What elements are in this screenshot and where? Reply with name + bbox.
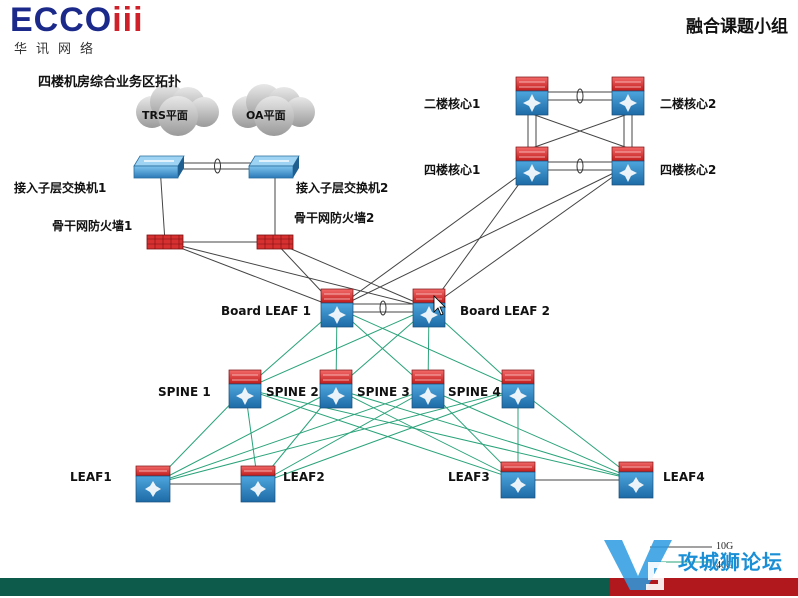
label-spine4: SPINE 4 (448, 385, 501, 399)
ecco-logo: ECCOiii 华讯网络 (10, 2, 144, 57)
switch-icon (248, 155, 300, 179)
label-leaf3: LEAF3 (448, 470, 490, 484)
label-core4-2: 四楼核心2 (660, 162, 716, 177)
core-switch-icon (515, 146, 549, 186)
firewall-icon (256, 234, 294, 250)
label-spine1: SPINE 1 (158, 385, 211, 399)
leaf-switch-icon (135, 465, 171, 503)
label-core4-1: 四楼核心1 (424, 162, 480, 177)
legend-10g: 10G (716, 541, 733, 552)
bottom-bar-accent (610, 578, 798, 596)
mouse-cursor-icon (433, 295, 446, 316)
core-switch-icon (319, 369, 353, 409)
label-leaf2: LEAF2 (283, 470, 325, 484)
label-spine2: SPINE 2 (266, 385, 319, 399)
firewall-icon (146, 234, 184, 250)
bottom-bar (0, 578, 798, 596)
logo-subtitle: 华讯网络 (14, 42, 103, 57)
core-switch-icon (411, 369, 445, 409)
link-core2-2-core4-1 (531, 113, 629, 149)
core-switch-icon (228, 369, 262, 409)
label-core2-1: 二楼核心1 (424, 96, 480, 111)
switch-icon (133, 155, 185, 179)
core-switch-icon (611, 146, 645, 186)
link-spine3-leaf4 (427, 388, 637, 481)
link-fw1-bleaf2 (164, 241, 430, 309)
link-spine3-leaf1 (152, 388, 429, 485)
link-bundle-marker (576, 88, 584, 104)
link-core4-2-bleaf1 (336, 165, 629, 309)
label-access2: 接入子层交换机2 (296, 180, 388, 195)
core-switch-icon (515, 76, 549, 116)
label-leaf1: LEAF1 (70, 470, 112, 484)
link-layer (152, 88, 637, 485)
cloud-label-oa: OA平面 (246, 109, 286, 122)
link-bleaf1-spine4 (336, 307, 519, 390)
logo-dots: iii (112, 1, 144, 39)
link-core4-1-bleaf2 (428, 165, 533, 309)
link-spine2-leaf1 (152, 388, 337, 485)
link-bundle-marker (379, 300, 387, 316)
core-switch-icon (320, 288, 354, 328)
watermark-text: 攻城狮论坛 (678, 550, 783, 574)
leaf-switch-icon (500, 461, 536, 499)
link-spine4-leaf4 (517, 388, 637, 481)
label-leaf4: LEAF4 (663, 470, 705, 484)
core-switch-icon (611, 76, 645, 116)
link-spine3-leaf2 (257, 388, 429, 485)
page-title: 融合课题小组 (686, 17, 788, 37)
link-core4-1-bleaf1 (336, 165, 533, 309)
label-bleaf1: Board LEAF 1 (221, 304, 311, 318)
cloud-label-trs: TRS平面 (142, 109, 188, 122)
section-title: 四楼机房综合业务区拓扑 (38, 74, 181, 90)
core-switch-icon (501, 369, 535, 409)
cloud-oa (232, 84, 315, 136)
link-spine2-leaf4 (335, 388, 637, 481)
link-spine2-leaf3 (335, 388, 519, 481)
leaf-switch-icon (240, 465, 276, 503)
cloud-trs (136, 84, 219, 136)
watermark-v-icon (604, 540, 672, 590)
link-bundle-marker (576, 158, 584, 174)
link-bundle-marker (214, 158, 221, 174)
link-spine4-leaf1 (152, 388, 519, 485)
label-spine3: SPINE 3 (357, 385, 410, 399)
label-core2-2: 二楼核心2 (660, 96, 716, 111)
link-fw2-bleaf2 (274, 241, 430, 309)
link-fw1-bleaf1 (164, 241, 338, 309)
link-access1-fw1 (159, 165, 166, 243)
link-spine4-leaf2 (257, 388, 519, 485)
link-core4-2-bleaf2 (428, 165, 629, 309)
leaf-switch-icon (618, 461, 654, 499)
logo-main-text: ECCO (10, 1, 113, 39)
label-bleaf2: Board LEAF 2 (460, 304, 550, 318)
watermark: 攻城狮论坛 (600, 532, 798, 594)
label-fw1: 骨干网防火墙1 (52, 218, 132, 233)
label-access1: 接入子层交换机1 (14, 180, 106, 195)
legend-40g: 40G (716, 560, 733, 571)
link-spine1-leaf4 (244, 388, 637, 481)
link-spine1-leaf3 (244, 388, 519, 481)
label-fw2: 骨干网防火墙2 (294, 210, 374, 225)
device-layer: TRS平面 OA平面 (133, 76, 654, 503)
